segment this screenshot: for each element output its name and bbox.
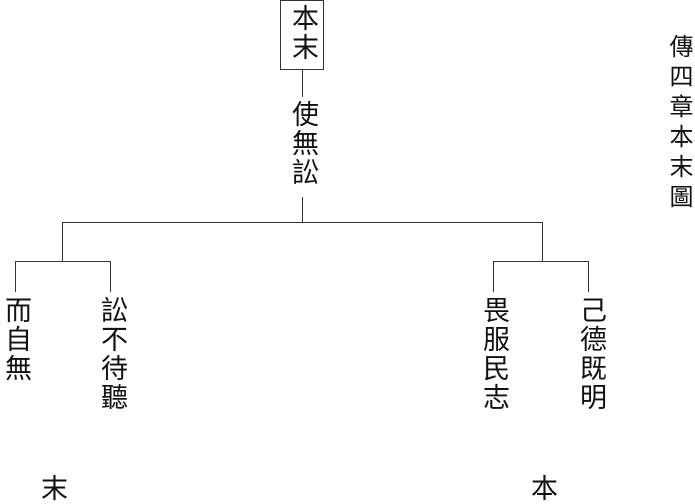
right-horizontal-line [493, 261, 589, 262]
connector-center [302, 197, 303, 222]
center-label: 使無訟 [287, 100, 318, 187]
root-label: 本末 [287, 4, 318, 62]
left-branch-line [62, 222, 63, 261]
left-branch-label: 末 [36, 474, 67, 503]
right-leaf-line-1 [493, 261, 494, 292]
left-item-1: 而自無 [0, 296, 31, 383]
main-horizontal-line [62, 222, 543, 223]
left-item-2: 訟不待聽 [96, 296, 127, 412]
right-branch-label: 本 [526, 474, 557, 503]
right-leaf-line-2 [588, 261, 589, 292]
right-item-2: 己德既明 [575, 296, 606, 412]
diagram-title: 傳四章本末圖 [665, 34, 693, 214]
right-branch-line [542, 222, 543, 261]
right-item-1: 畏服民志 [478, 296, 509, 412]
root-box [280, 0, 324, 70]
left-horizontal-line [15, 261, 111, 262]
left-leaf-line-2 [110, 261, 111, 292]
left-leaf-line-1 [15, 261, 16, 292]
connector-root [302, 70, 303, 97]
